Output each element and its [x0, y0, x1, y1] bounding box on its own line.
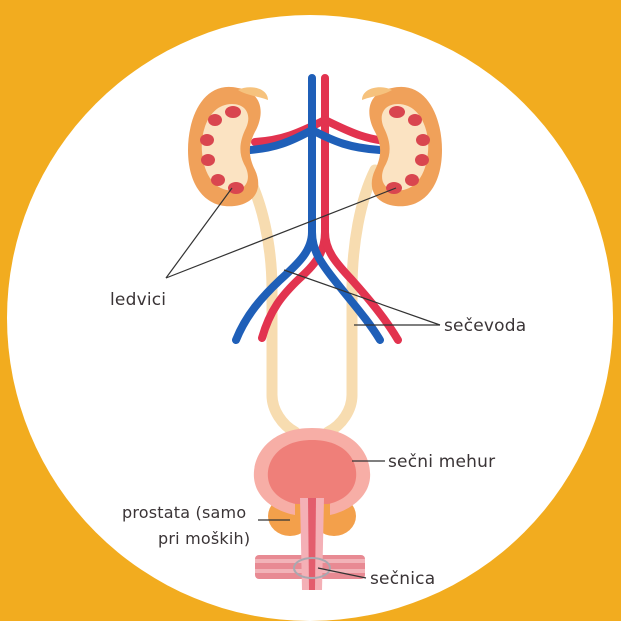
- label-kidneys: ledvici: [110, 290, 166, 310]
- label-urethra: sečnica: [370, 569, 435, 589]
- label-prostate-line1: prostata (samo: [122, 503, 246, 522]
- label-ureters: sečevoda: [444, 316, 526, 336]
- label-prostate-line2: pri moških): [158, 529, 250, 548]
- label-bladder: sečni mehur: [388, 452, 495, 472]
